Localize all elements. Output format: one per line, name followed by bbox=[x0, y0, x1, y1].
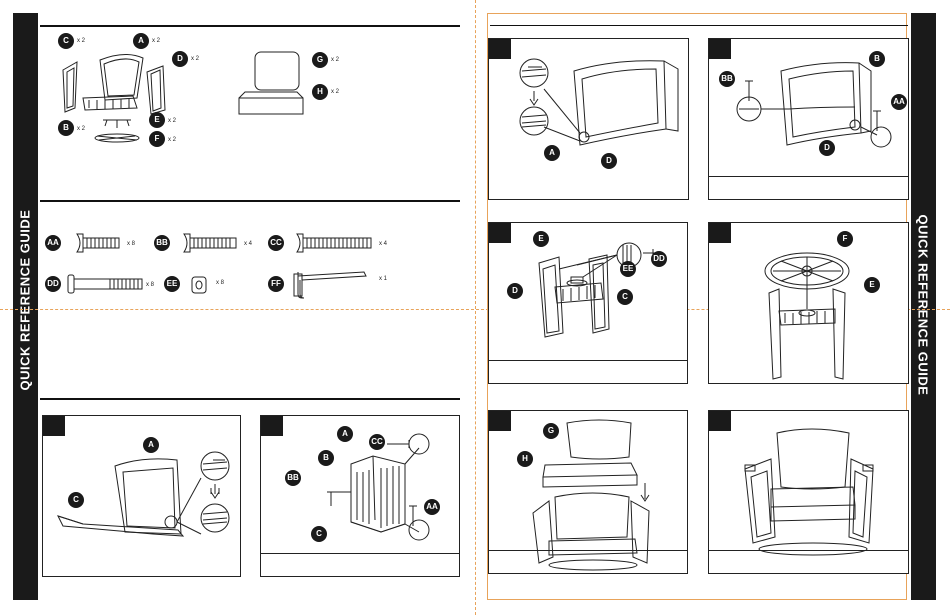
step-4-number bbox=[709, 39, 731, 59]
step-4-panel: BB B AA D bbox=[708, 38, 909, 200]
part-badge-b: B bbox=[58, 120, 74, 136]
step-5-drawing bbox=[519, 233, 689, 353]
steps-top-rule bbox=[40, 398, 460, 400]
step-2-label-a: A bbox=[337, 426, 353, 442]
step-7-label-h: H bbox=[517, 451, 533, 467]
hardware-qty-ee: x 8 bbox=[216, 280, 224, 286]
step-5-label-c: C bbox=[617, 289, 633, 305]
step-5-label-d: D bbox=[507, 283, 523, 299]
step-1-panel: A C bbox=[42, 415, 241, 577]
part-qty-a: x 2 bbox=[152, 38, 160, 44]
step-3-number bbox=[489, 39, 511, 59]
hardware-qty-bb: x 4 bbox=[244, 241, 252, 247]
step-5-label-ee: EE bbox=[620, 261, 636, 277]
fold-line-vertical bbox=[475, 0, 476, 615]
part-qty-h: x 2 bbox=[331, 89, 339, 95]
step-5-panel: E EE DD D C bbox=[488, 222, 688, 384]
step-7-number bbox=[489, 411, 511, 431]
step-1-label-c: C bbox=[68, 492, 84, 508]
hardware-qty-aa: x 8 bbox=[127, 241, 135, 247]
part-badge-e: E bbox=[149, 112, 165, 128]
hardware-badge-ff: FF bbox=[268, 276, 284, 292]
step-6-label-e: E bbox=[864, 277, 880, 293]
part-qty-c: x 2 bbox=[77, 38, 85, 44]
step-5-number bbox=[489, 223, 511, 243]
hardware-badge-aa: AA bbox=[45, 235, 61, 251]
part-badge-c: C bbox=[58, 33, 74, 49]
step-2-caption bbox=[261, 553, 459, 576]
step-7-caption bbox=[489, 550, 687, 573]
step-7-panel: G H bbox=[488, 410, 688, 574]
right-top-rule bbox=[490, 25, 908, 26]
right-side-title: QUICK REFERENCE GUIDE bbox=[916, 215, 931, 396]
step-1-drawing bbox=[53, 446, 238, 571]
step-3-label-d: D bbox=[601, 153, 617, 169]
step-3-label-a: A bbox=[544, 145, 560, 161]
part-qty-f: x 2 bbox=[168, 137, 176, 143]
part-qty-e: x 2 bbox=[168, 118, 176, 124]
step-2-number bbox=[261, 416, 283, 436]
step-5-caption bbox=[489, 360, 687, 383]
hardware-badge-cc: CC bbox=[268, 235, 284, 251]
step-6-drawing bbox=[749, 233, 909, 383]
cushions-drawing bbox=[235, 50, 315, 130]
step-2-label-bb: BB bbox=[285, 470, 301, 486]
step-2-label-b: B bbox=[318, 450, 334, 466]
hardware-qty-cc: x 4 bbox=[379, 241, 387, 247]
step-6-number bbox=[709, 223, 731, 243]
hardware-qty-dd: x 8 bbox=[146, 282, 154, 288]
step-2-label-c: C bbox=[311, 526, 327, 542]
washer-ee-icon bbox=[190, 275, 210, 295]
part-badge-g: G bbox=[312, 52, 328, 68]
step-2-panel: A CC B BB AA C bbox=[260, 415, 460, 577]
part-badge-d: D bbox=[172, 51, 188, 67]
hardware-badge-dd: DD bbox=[45, 276, 61, 292]
parts-top-rule bbox=[40, 25, 460, 27]
left-side-title: QUICK REFERENCE GUIDE bbox=[18, 210, 33, 391]
step-4-label-b: B bbox=[869, 51, 885, 67]
step-8-finished-chair-drawing bbox=[731, 425, 901, 555]
part-badge-h: H bbox=[312, 84, 328, 100]
part-qty-b: x 2 bbox=[77, 126, 85, 132]
allen-key-ff-icon bbox=[292, 268, 372, 300]
step-2-label-aa: AA bbox=[424, 499, 440, 515]
step-1-label-a: A bbox=[143, 437, 159, 453]
bolt-cc-icon bbox=[295, 232, 375, 254]
hardware-badge-bb: BB bbox=[154, 235, 170, 251]
step-4-label-d: D bbox=[819, 140, 835, 156]
step-7-label-g: G bbox=[543, 423, 559, 439]
step-8-number bbox=[709, 411, 731, 431]
bolt-aa-icon bbox=[75, 232, 125, 254]
step-4-label-aa: AA bbox=[891, 94, 907, 110]
part-qty-d: x 2 bbox=[191, 56, 199, 62]
hardware-qty-ff: x 1 bbox=[379, 276, 387, 282]
bolt-dd-icon bbox=[66, 273, 146, 295]
part-qty-g: x 2 bbox=[331, 57, 339, 63]
step-5-label-dd: DD bbox=[651, 251, 667, 267]
step-5-label-e: E bbox=[533, 231, 549, 247]
part-badge-a: A bbox=[133, 33, 149, 49]
step-2-label-cc: CC bbox=[369, 434, 385, 450]
step-8-caption bbox=[709, 550, 908, 573]
bolt-bb-icon bbox=[182, 232, 240, 254]
step-6-label-f: F bbox=[837, 231, 853, 247]
step-1-number bbox=[43, 416, 65, 436]
step-4-label-bb: BB bbox=[719, 71, 735, 87]
hardware-top-rule bbox=[40, 200, 460, 202]
part-badge-f: F bbox=[149, 131, 165, 147]
step-4-caption bbox=[709, 176, 908, 199]
step-8-panel bbox=[708, 410, 909, 574]
step-6-panel: F E bbox=[708, 222, 909, 384]
hardware-badge-ee: EE bbox=[164, 276, 180, 292]
step-3-panel: A D bbox=[488, 38, 689, 200]
